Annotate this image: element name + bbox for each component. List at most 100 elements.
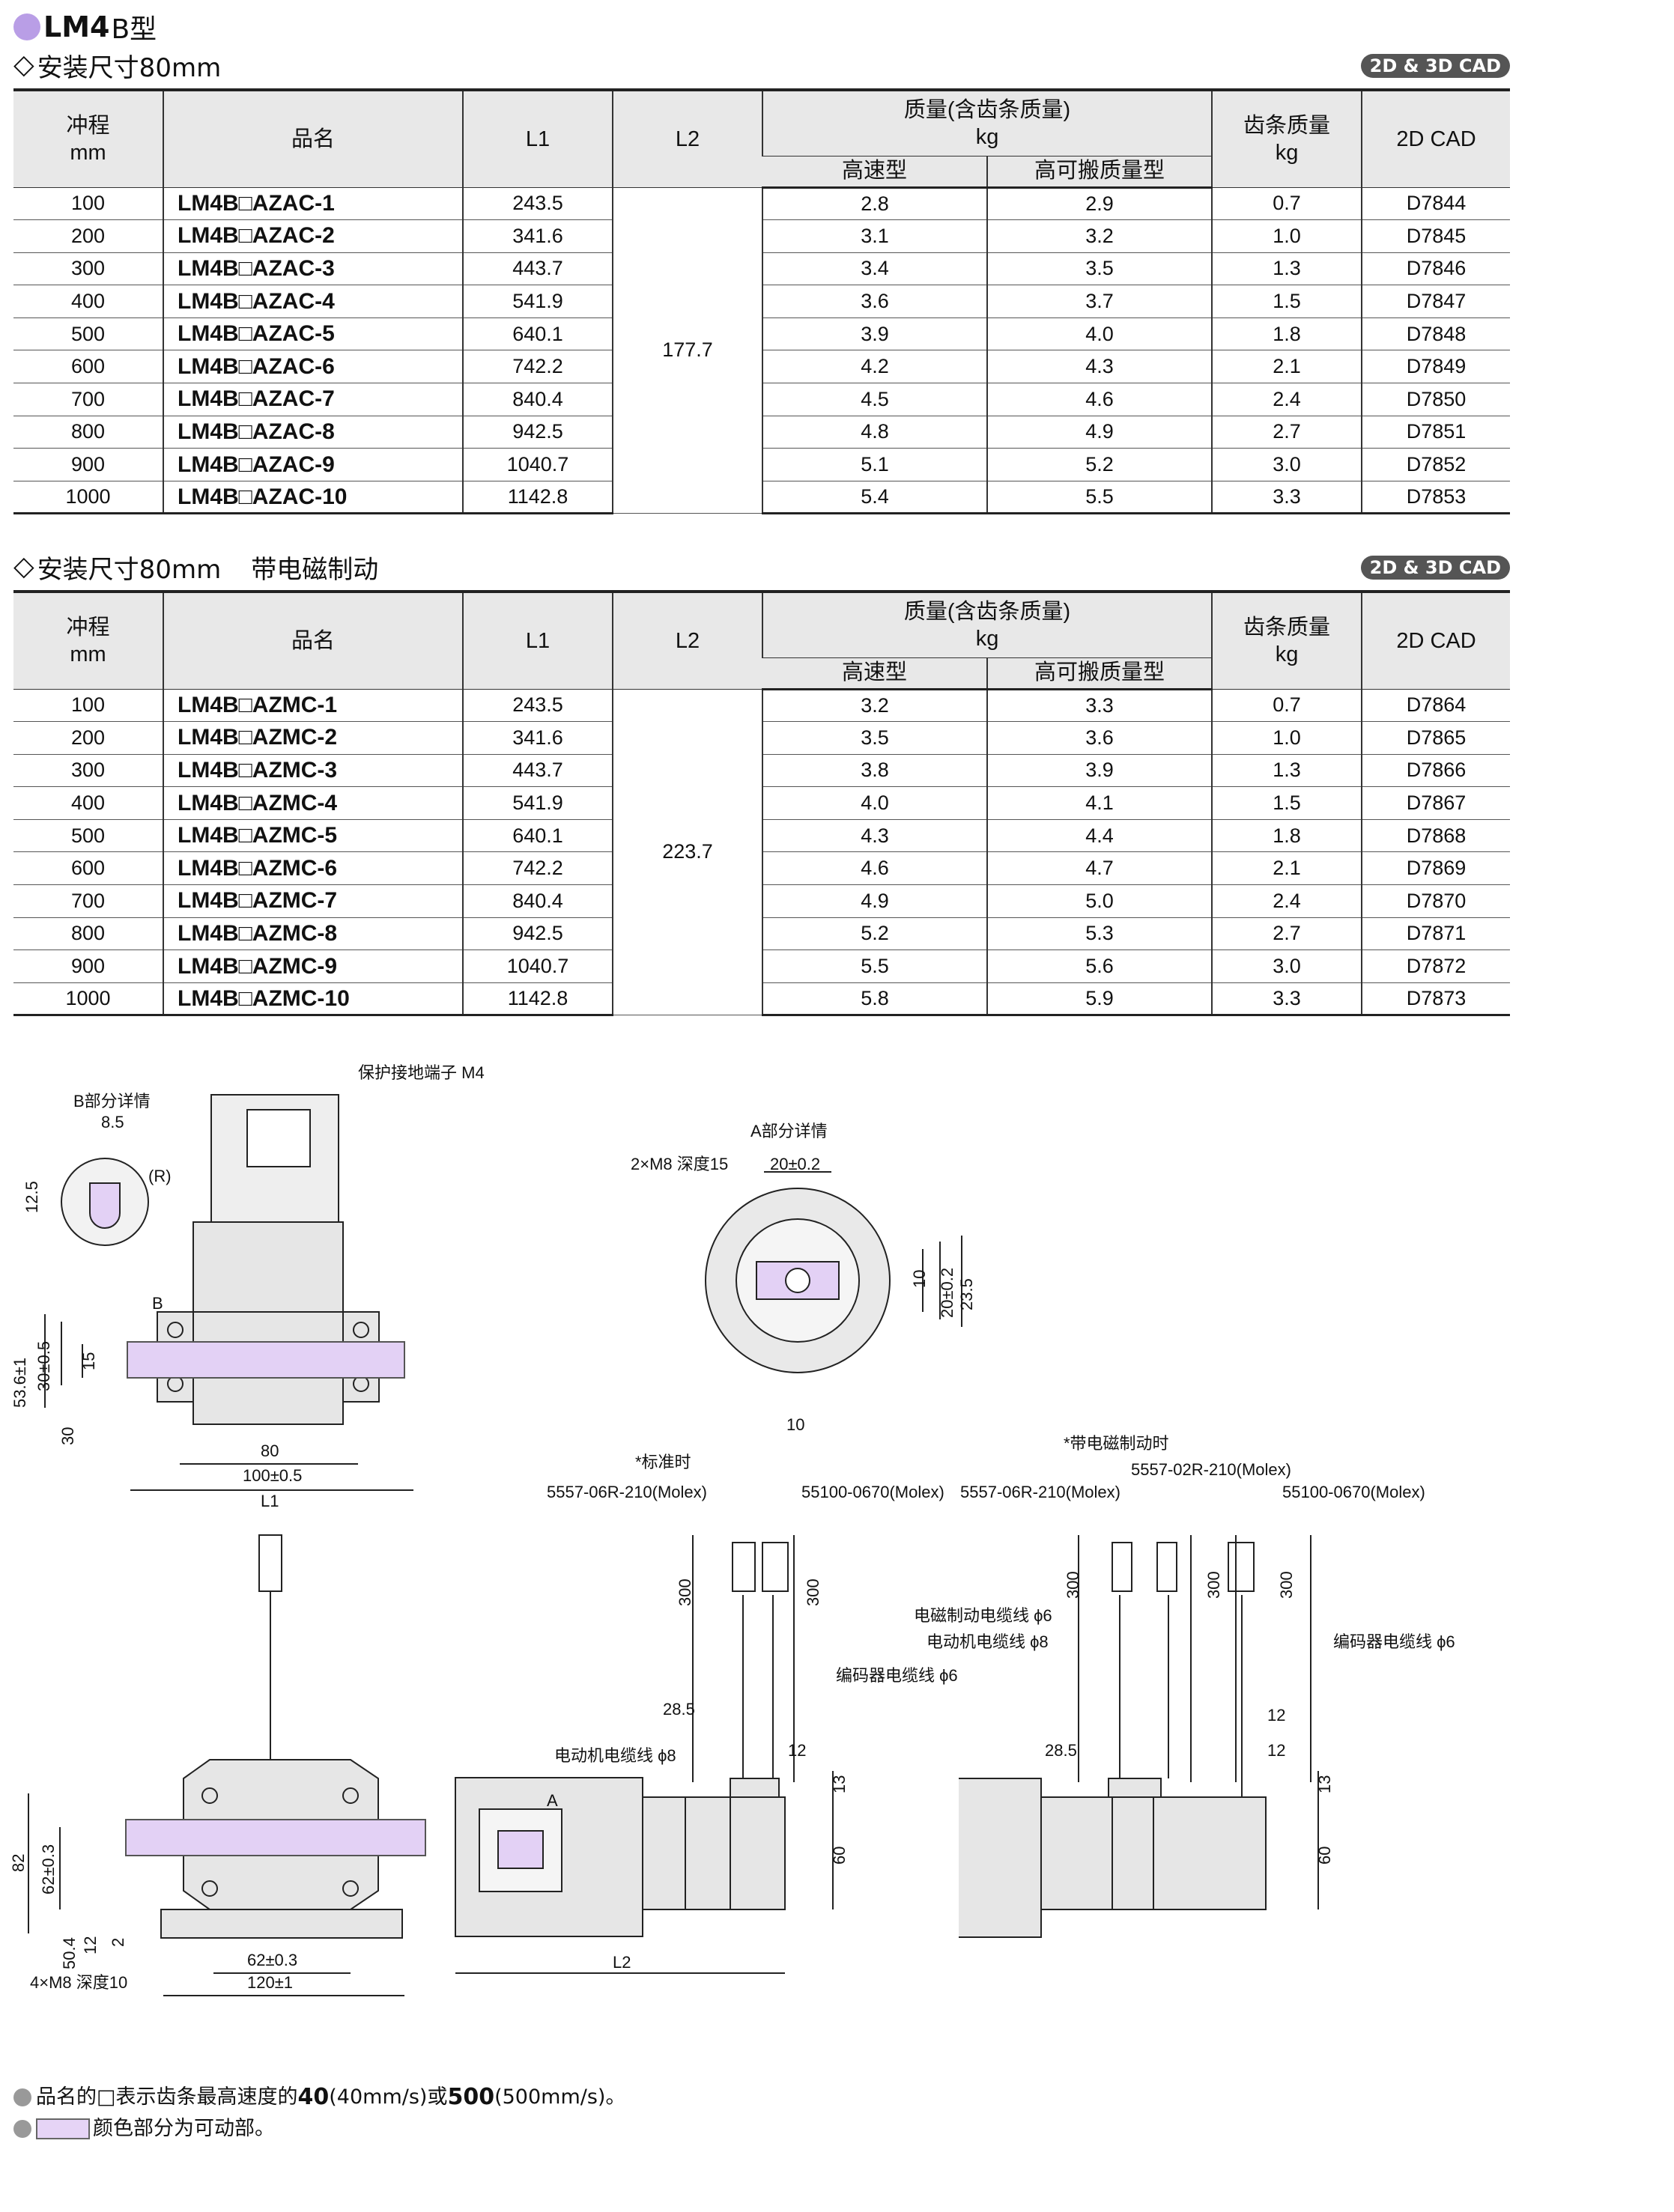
label-30a: 30±0.5 xyxy=(34,1341,53,1391)
cell-part: LM4B□AZMC-1 xyxy=(163,689,463,723)
label-l2: L2 xyxy=(613,1953,631,1972)
cad-badge[interactable]: 2D & 3D CAD xyxy=(1360,556,1510,580)
dimension-drawing: B部分详情 8.5 12.5 (R) 保护接地端子 M4 B 53.6±1 30… xyxy=(9,1063,1455,1996)
col-l1: L1 xyxy=(462,88,613,188)
col-high-speed: 高速型 xyxy=(762,657,987,690)
cell-high-speed: 4.8 xyxy=(762,416,987,449)
col-part: 品名 xyxy=(163,590,463,690)
cell-cad: D7852 xyxy=(1361,448,1511,481)
cell-l1: 1142.8 xyxy=(462,982,613,1017)
cell-part: LM4B□AZAC-9 xyxy=(163,448,463,481)
label-13: 13 xyxy=(1315,1775,1334,1793)
diamond-icon: ◇ xyxy=(13,551,34,582)
cell-part: LM4B□AZAC-7 xyxy=(163,383,463,416)
cell-high-load: 5.6 xyxy=(986,949,1213,983)
col-cad: 2D CAD xyxy=(1361,88,1511,188)
col-high-speed: 高速型 xyxy=(762,156,987,189)
cell-stroke: 100 xyxy=(13,187,163,221)
cell-rack: 0.7 xyxy=(1211,689,1362,723)
cell-rack: 1.5 xyxy=(1211,285,1362,318)
cell-l1: 840.4 xyxy=(462,383,613,416)
label-molex2: 55100-0670(Molex) xyxy=(801,1483,944,1501)
cell-l1: 1040.7 xyxy=(462,448,613,481)
cell-cad: D7873 xyxy=(1361,982,1511,1017)
movable-swatch xyxy=(36,2118,90,2139)
cell-part: LM4B□AZAC-2 xyxy=(163,219,463,253)
cell-part: LM4B□AZMC-2 xyxy=(163,721,463,755)
section2-heading: ◇ 安装尺寸80mm 带电磁制动 2D & 3D CAD xyxy=(13,550,1510,585)
cell-high-speed: 3.6 xyxy=(762,285,987,318)
cell-high-load: 3.9 xyxy=(986,754,1213,788)
cell-high-load: 4.9 xyxy=(986,416,1213,449)
cell-cad: D7846 xyxy=(1361,252,1511,286)
cell-high-speed: 3.2 xyxy=(762,689,987,723)
label-80: 80 xyxy=(261,1441,279,1460)
cell-high-speed: 4.0 xyxy=(762,786,987,820)
cell-rack: 2.1 xyxy=(1211,350,1362,384)
cell-part: LM4B□AZMC-10 xyxy=(163,982,463,1017)
label-standard: *标准时 xyxy=(635,1453,691,1471)
cell-cad: D7868 xyxy=(1361,819,1511,853)
label-ground-terminal: 保护接地端子 M4 xyxy=(358,1063,485,1082)
cell-l1: 243.5 xyxy=(462,689,613,723)
cad-badge[interactable]: 2D & 3D CAD xyxy=(1360,54,1510,78)
label-300: 300 xyxy=(1277,1571,1296,1599)
col-l2: L2 xyxy=(612,590,762,690)
cell-high-load: 2.9 xyxy=(986,187,1213,221)
cell-part: LM4B□AZMC-4 xyxy=(163,786,463,820)
cell-high-load: 5.9 xyxy=(986,982,1213,1017)
cell-cad: D7871 xyxy=(1361,917,1511,951)
label-molex4: 5557-02R-210(Molex) xyxy=(1131,1460,1291,1479)
cell-high-speed: 4.6 xyxy=(762,851,987,886)
cell-l2: 177.7 xyxy=(612,187,762,514)
col-high-load: 高可搬质量型 xyxy=(986,657,1213,690)
label-a-mark: A xyxy=(547,1791,558,1810)
cell-cad: D7850 xyxy=(1361,383,1511,416)
model-name: LM4 xyxy=(43,10,110,43)
label-30b: 30 xyxy=(58,1427,77,1445)
cell-cad: D7867 xyxy=(1361,786,1511,820)
cell-rack: 1.5 xyxy=(1211,786,1362,820)
section1-heading: ◇ 安装尺寸80mm 2D & 3D CAD xyxy=(13,48,1510,83)
cell-l1: 640.1 xyxy=(462,317,613,351)
label-b-r: (R) xyxy=(148,1167,172,1185)
cell-part: LM4B□AZMC-8 xyxy=(163,917,463,951)
cell-high-speed: 3.8 xyxy=(762,754,987,788)
cell-high-load: 4.7 xyxy=(986,851,1213,886)
cell-high-load: 5.2 xyxy=(986,448,1213,481)
cell-part: LM4B□AZAC-8 xyxy=(163,416,463,449)
label-50-4: 50.4 xyxy=(60,1937,79,1969)
cell-stroke: 200 xyxy=(13,721,163,755)
cell-stroke: 500 xyxy=(13,317,163,351)
cell-high-load: 5.5 xyxy=(986,481,1213,515)
col-mass: 质量(含齿条质量)kg xyxy=(761,88,1213,157)
cell-part: LM4B□AZMC-6 xyxy=(163,851,463,886)
motor-body xyxy=(642,1796,786,1910)
label-12: 12 xyxy=(788,1741,806,1760)
cell-high-speed: 3.4 xyxy=(762,252,987,286)
cell-cad: D7864 xyxy=(1361,689,1511,723)
cell-l1: 341.6 xyxy=(462,219,613,253)
cell-part: LM4B□AZMC-5 xyxy=(163,819,463,853)
cell-stroke: 800 xyxy=(13,416,163,449)
cell-part: LM4B□AZAC-3 xyxy=(163,252,463,286)
col-cad: 2D CAD xyxy=(1361,590,1511,690)
label-62v: 62±0.3 xyxy=(39,1844,58,1895)
cell-stroke: 1000 xyxy=(13,481,163,515)
label-300: 300 xyxy=(1064,1571,1082,1599)
actuator-body xyxy=(192,1221,344,1425)
